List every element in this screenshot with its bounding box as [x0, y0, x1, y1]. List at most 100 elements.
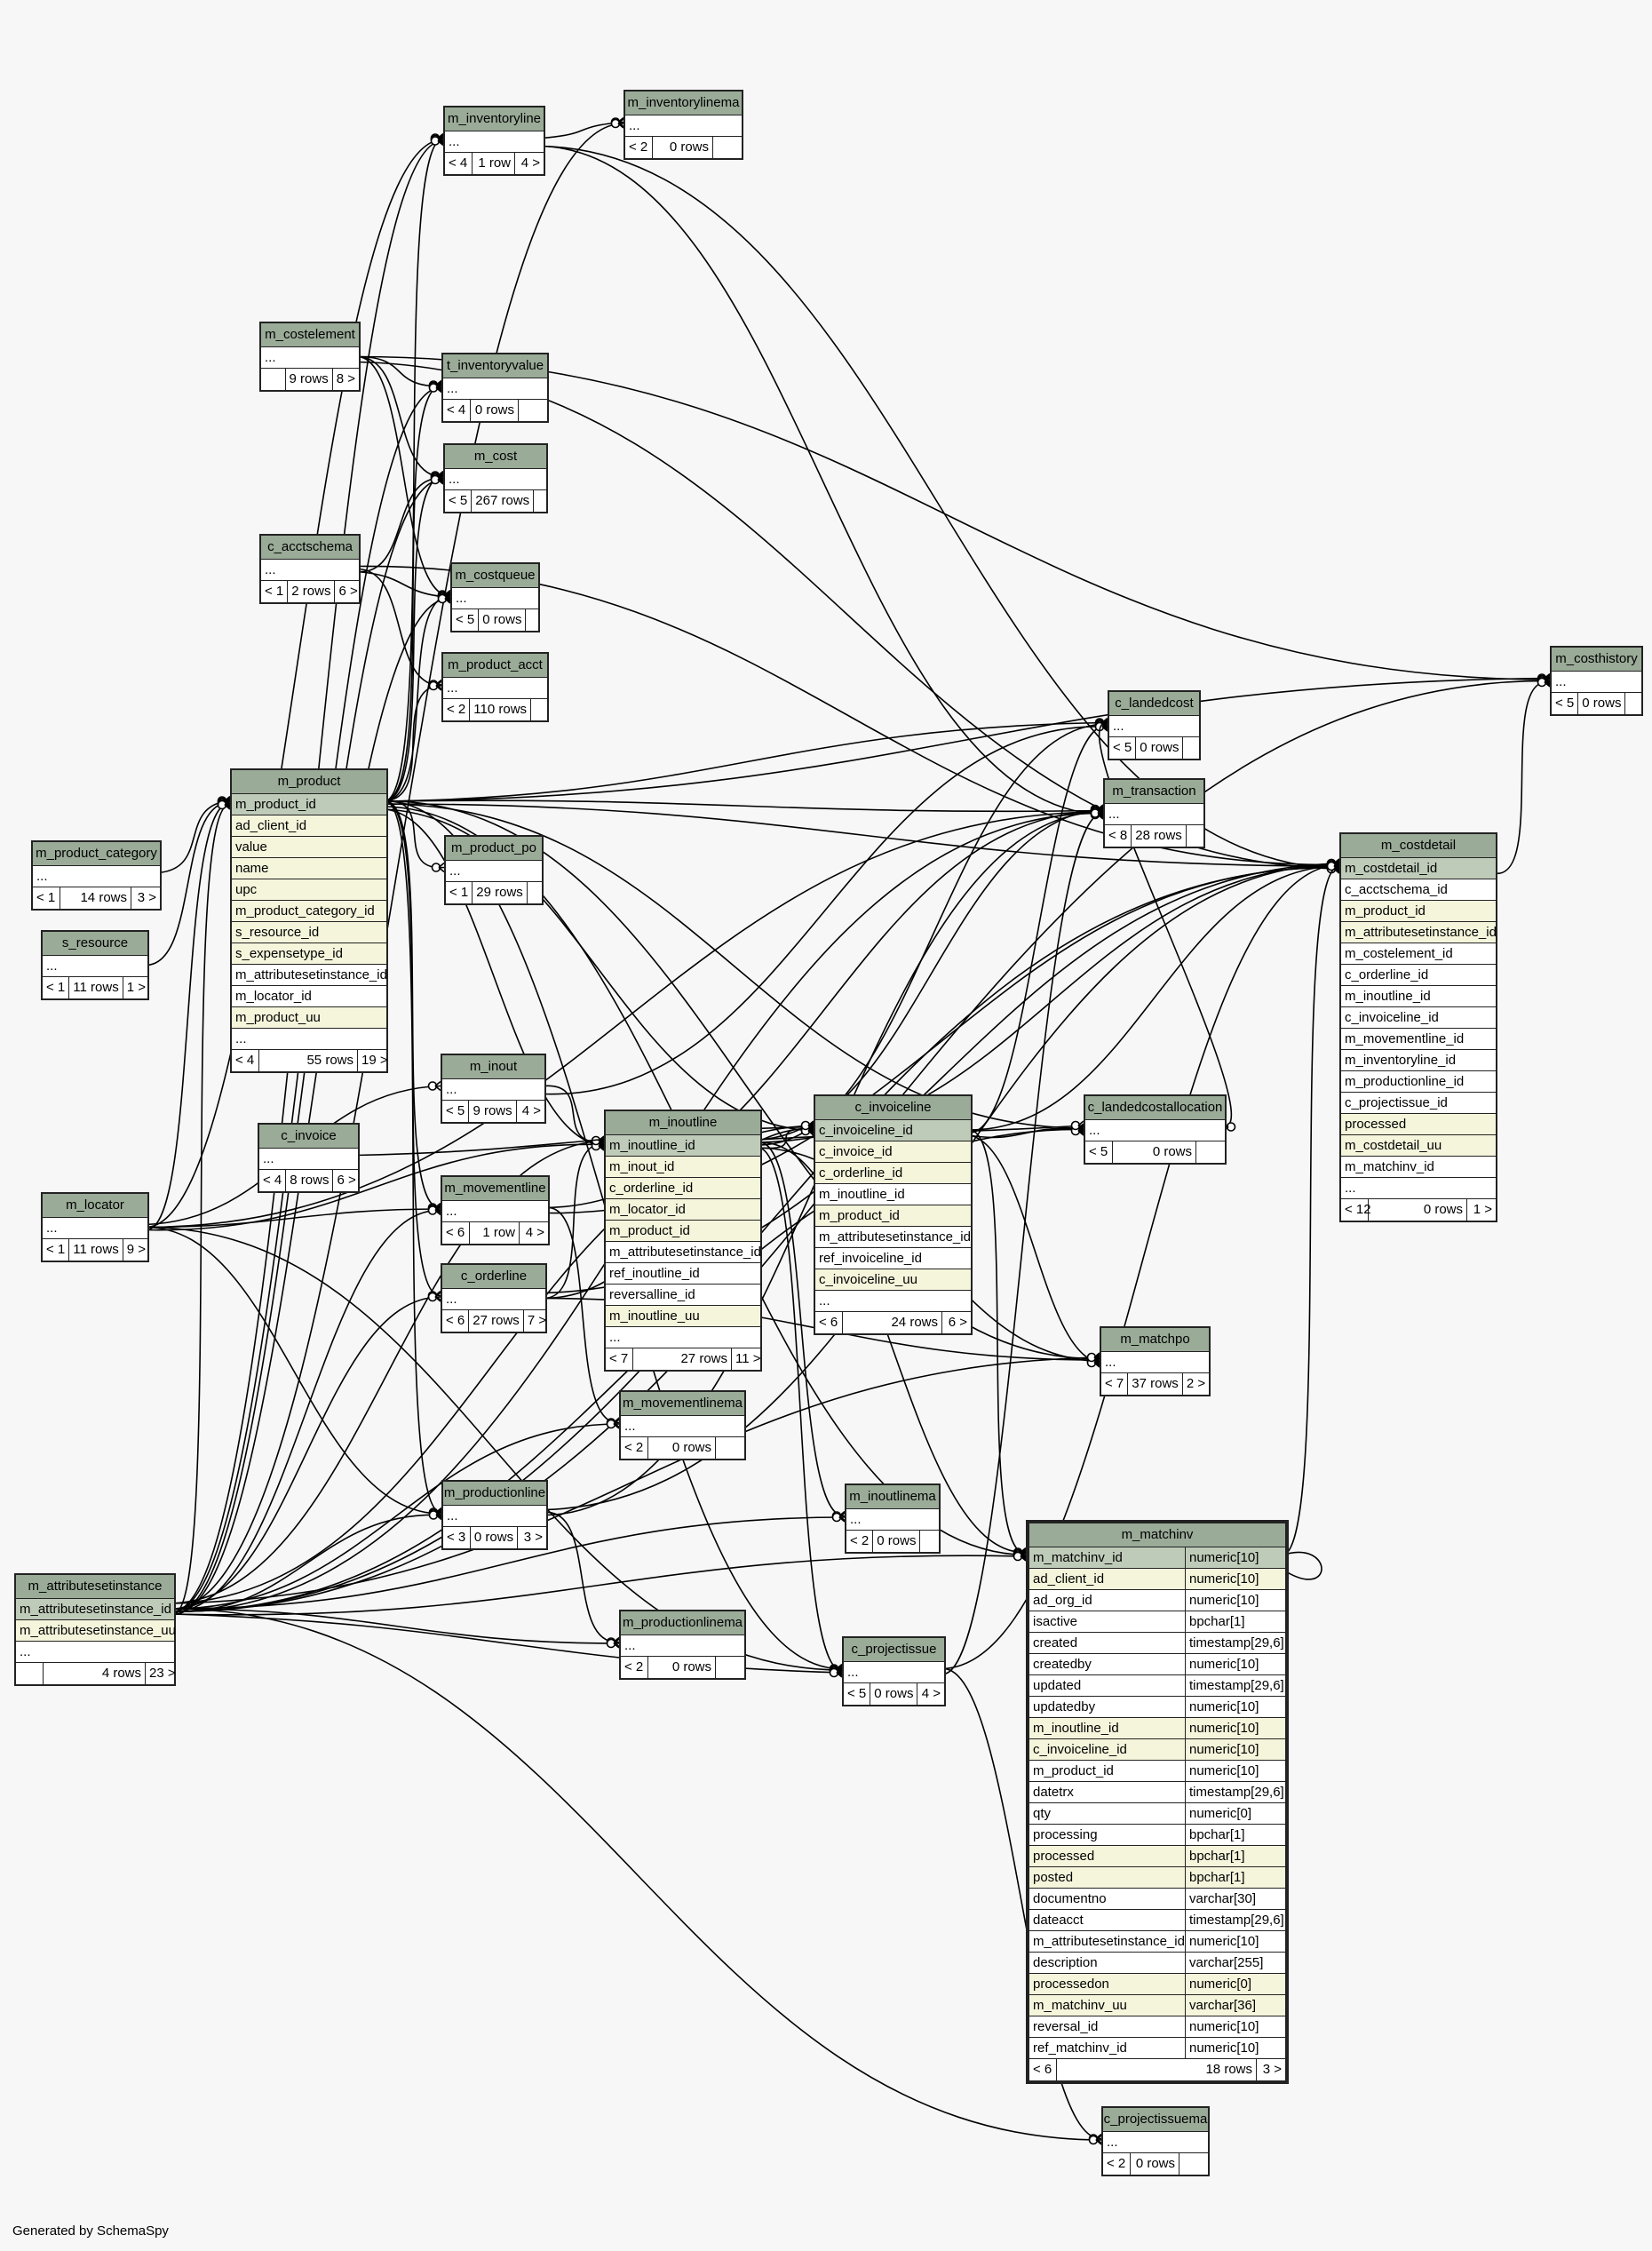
column-row[interactable]: ref_inoutline_id — [606, 1263, 760, 1285]
column-ellipsis[interactable]: ... — [261, 560, 359, 581]
children-link[interactable]: 6 > — [338, 584, 358, 599]
column-ellipsis[interactable]: ... — [1085, 1120, 1225, 1141]
table-header[interactable]: c_orderline — [442, 1265, 545, 1289]
column-ellipsis[interactable]: ... — [1341, 1178, 1496, 1199]
table-header[interactable]: m_locator — [43, 1194, 147, 1218]
parents-link[interactable]: < 2 — [1103, 2153, 1131, 2175]
column-row[interactable]: s_expensetype_id — [232, 943, 386, 965]
column-ellipsis[interactable]: ... — [446, 861, 542, 882]
table-header[interactable]: t_inventoryvalue — [443, 354, 547, 378]
children-link[interactable]: 19 > — [361, 1053, 388, 1068]
table-header[interactable]: m_transaction — [1105, 780, 1203, 804]
parents-link[interactable]: < 8 — [1105, 825, 1132, 847]
table-header[interactable]: c_acctschema — [261, 536, 359, 560]
column-row[interactable]: m_product_id — [815, 1205, 971, 1227]
column-ellipsis[interactable]: ... — [621, 1416, 744, 1437]
parents-link[interactable]: < 4 — [443, 400, 471, 421]
column-row[interactable]: m_costdetail_id — [1341, 858, 1496, 879]
table-header[interactable]: m_product_acct — [443, 654, 547, 678]
column-ellipsis[interactable]: ... — [259, 1149, 358, 1170]
parents-link[interactable]: < 6 — [1029, 2059, 1057, 2080]
column-row[interactable]: c_invoiceline_id — [1341, 1007, 1496, 1029]
parents-link[interactable]: < 2 — [621, 1657, 648, 1678]
table-header[interactable]: m_inventoryline — [445, 107, 544, 131]
table-header[interactable]: m_productionline — [443, 1482, 546, 1506]
column-row[interactable]: ad_client_id — [232, 815, 386, 837]
parents-link[interactable]: < 2 — [621, 1437, 648, 1459]
column-ellipsis[interactable]: ... — [33, 866, 160, 887]
column-ellipsis[interactable]: ... — [442, 1079, 544, 1101]
children-link[interactable]: 4 > — [520, 155, 540, 171]
parents-link[interactable]: < 5 — [442, 1101, 470, 1122]
column-row[interactable]: m_attributesetinstance_id — [16, 1599, 174, 1620]
table-header[interactable]: m_inout — [442, 1055, 544, 1079]
children-link[interactable]: 6 > — [337, 1173, 356, 1188]
column-row[interactable]: m_product_id — [1341, 901, 1496, 922]
column-row[interactable]: c_orderline_id — [606, 1178, 760, 1199]
column-row[interactable]: m_inoutline_id — [1341, 986, 1496, 1007]
column-row[interactable]: c_orderline_id — [1341, 965, 1496, 986]
parents-link[interactable]: < 1 — [43, 1239, 70, 1261]
parents-link[interactable] — [16, 1663, 44, 1684]
table-header[interactable]: c_invoiceline — [815, 1096, 971, 1120]
column-row[interactable]: reversalline_id — [606, 1285, 760, 1306]
children-link[interactable]: 23 > — [149, 1666, 176, 1681]
children-link[interactable]: 4 > — [521, 1103, 541, 1118]
column-row[interactable]: m_product_category_id — [232, 901, 386, 922]
children-link[interactable] — [526, 609, 538, 631]
column-ellipsis[interactable]: ... — [815, 1291, 971, 1312]
column-ellipsis[interactable]: ... — [1101, 1352, 1209, 1373]
column-row[interactable]: m_product_id — [606, 1221, 760, 1242]
parents-link[interactable]: < 5 — [844, 1683, 871, 1705]
table-header[interactable]: c_projectissue — [844, 1638, 944, 1662]
children-link[interactable] — [716, 1657, 744, 1678]
column-row[interactable]: upc — [232, 879, 386, 901]
parents-link[interactable]: < 1 — [446, 882, 473, 903]
column-ellipsis[interactable]: ... — [43, 1218, 147, 1239]
table-header[interactable]: s_resource — [43, 932, 147, 956]
column-row[interactable]: c_projectissue_id — [1341, 1093, 1496, 1114]
column-row[interactable]: m_product_id — [232, 794, 386, 815]
column-row[interactable]: processed — [1341, 1114, 1496, 1135]
column-row[interactable]: m_movementline_id — [1341, 1029, 1496, 1050]
column-row[interactable]: m_inoutline_uu — [606, 1306, 760, 1327]
table-header[interactable]: m_cost — [445, 445, 546, 469]
children-link[interactable] — [920, 1531, 939, 1552]
table-header[interactable]: m_inventorylinema — [625, 91, 742, 115]
parents-link[interactable]: < 4 — [232, 1050, 259, 1071]
children-link[interactable] — [528, 882, 542, 903]
parents-link[interactable]: < 3 — [443, 1527, 471, 1548]
column-row[interactable]: m_attributesetinstance_id — [815, 1227, 971, 1248]
column-row[interactable]: m_attributesetinstance_id — [232, 965, 387, 986]
table-header[interactable]: m_costhistory — [1552, 648, 1641, 672]
column-ellipsis[interactable]: ... — [844, 1662, 944, 1683]
